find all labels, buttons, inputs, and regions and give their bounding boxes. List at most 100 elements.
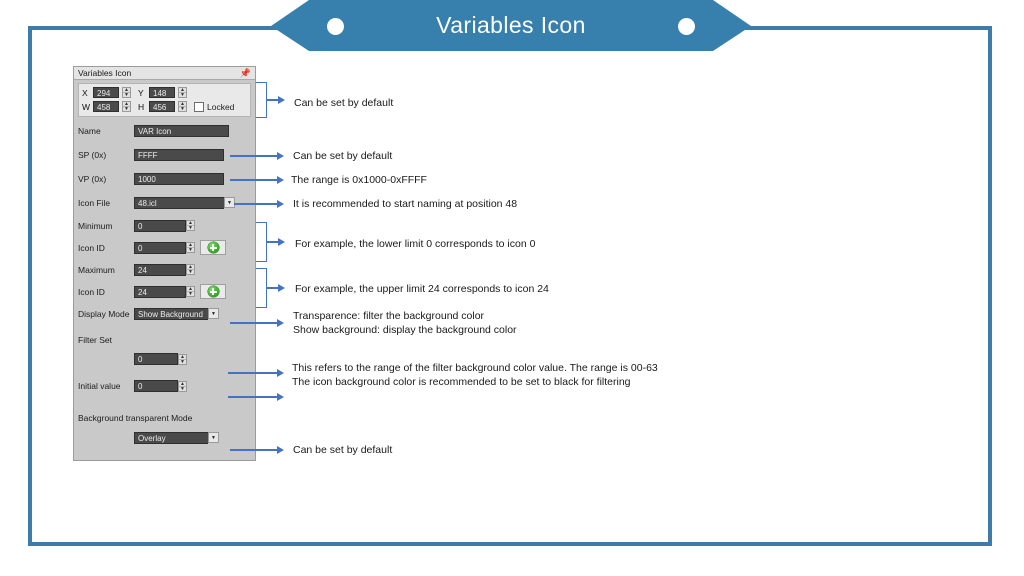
slide-title-banner: Variables Icon <box>271 0 751 51</box>
background-transparent-mode-combobox[interactable]: Overlay ▼ <box>134 432 219 444</box>
vp-label: VP (0x) <box>78 174 107 184</box>
chevron-down-icon[interactable]: ▼ <box>224 197 235 208</box>
x-label: X <box>82 87 88 98</box>
minimum-label: Minimum <box>78 220 113 231</box>
icon-id-max-input[interactable]: 24 <box>134 285 186 298</box>
field-row-display-mode: Display Mode Show Background ▼ <box>78 303 251 325</box>
icon-file-connector-line <box>234 203 278 205</box>
geometry-row-wh: W 458 ▲▼ H 456 ▲▼ Locked <box>82 101 247 112</box>
vp-arrow-head <box>277 176 284 184</box>
w-label: W <box>82 101 91 112</box>
annotation-sp: Can be set by default <box>293 150 393 162</box>
field-row-filter-set: 0 ▲▼ <box>78 345 251 373</box>
banner-left-dot-icon <box>327 18 344 35</box>
sp-input[interactable]: FFFF <box>134 149 224 161</box>
pin-icon[interactable]: 📌 <box>239 67 251 78</box>
w-input[interactable]: 458 <box>93 101 119 112</box>
h-input[interactable]: 456 <box>149 101 175 112</box>
icon-id-max-stepper[interactable]: ▲▼ <box>186 286 195 297</box>
add-icon-id-min-button[interactable] <box>200 240 226 255</box>
x-stepper[interactable]: ▲▼ <box>122 87 131 98</box>
y-input[interactable]: 148 <box>149 87 175 98</box>
display-mode-connector-line <box>230 322 278 324</box>
annotation-overlay: Can be set by default <box>293 444 393 456</box>
initial-value-arrow-head <box>277 393 284 401</box>
add-icon-id-max-button[interactable] <box>200 284 226 299</box>
field-row-background-transparent-mode: Overlay ▼ <box>78 423 251 453</box>
vp-input[interactable]: 1000 <box>134 173 224 185</box>
field-row-icon-id-min: Icon ID 0 ▲▼ <box>78 236 251 259</box>
minimum-stepper[interactable]: ▲▼ <box>186 220 195 231</box>
filter-set-connector-line <box>228 372 278 374</box>
annotation-vp: The range is 0x1000-0xFFFF <box>291 174 427 186</box>
annotation-minimum: For example, the lower limit 0 correspon… <box>295 238 536 250</box>
geometry-brace-stem <box>266 99 279 101</box>
y-stepper[interactable]: ▲▼ <box>178 87 187 98</box>
annotation-geometry: Can be set by default <box>294 97 394 109</box>
panel-title: Variables Icon <box>78 68 132 78</box>
sp-connector-line <box>230 155 278 157</box>
filter-set-arrow-head <box>277 369 284 377</box>
maximum-input[interactable]: 24 <box>134 263 186 276</box>
page-title: Variables Icon <box>436 12 586 38</box>
name-label: Name <box>78 126 101 136</box>
plus-icon <box>207 286 219 297</box>
field-row-icon-file: Icon File 48.icl ▼ <box>78 191 251 215</box>
locked-checkbox-wrap[interactable]: Locked <box>194 101 235 112</box>
vp-connector-line <box>230 179 278 181</box>
h-stepper[interactable]: ▲▼ <box>178 101 187 112</box>
sp-label: SP (0x) <box>78 150 107 160</box>
locked-checkbox[interactable] <box>194 101 204 112</box>
geometry-row-xy: X 294 ▲▼ Y 148 ▲▼ <box>82 87 247 98</box>
icon-file-combobox[interactable]: 48.icl ▼ <box>134 197 235 209</box>
maximum-stepper[interactable]: ▲▼ <box>186 264 195 275</box>
icon-id-max-label: Icon ID <box>78 286 105 297</box>
icon-id-min-stepper[interactable]: ▲▼ <box>186 242 195 253</box>
initial-value-input[interactable]: 0 <box>134 380 178 392</box>
overlay-arrow-head <box>277 446 284 454</box>
icon-file-label: Icon File <box>78 198 111 208</box>
filter-set-label: Filter Set <box>78 335 113 345</box>
chevron-down-icon[interactable]: ▼ <box>208 308 219 319</box>
icon-file-arrow-head <box>277 200 284 208</box>
overlay-connector-line <box>230 449 278 451</box>
panel-titlebar: Variables Icon 📌 <box>74 67 255 80</box>
display-mode-arrow-head <box>277 319 284 327</box>
display-mode-value[interactable]: Show Background <box>134 308 208 320</box>
annotation-filter-set: This refers to the range of the filter b… <box>292 362 658 388</box>
sp-arrow-head <box>277 152 284 160</box>
x-input[interactable]: 294 <box>93 87 119 98</box>
initial-value-stepper[interactable]: ▲▼ <box>178 380 187 392</box>
display-mode-combobox[interactable]: Show Background ▼ <box>134 308 219 320</box>
field-row-maximum: Maximum 24 ▲▼ <box>78 259 251 280</box>
icon-id-min-label: Icon ID <box>78 242 105 253</box>
plus-icon <box>207 242 219 253</box>
variables-icon-properties-panel: Variables Icon 📌 X 294 ▲▼ Y 148 ▲▼ W 458… <box>73 66 256 461</box>
h-label: H <box>138 101 145 112</box>
filter-set-stepper[interactable]: ▲▼ <box>178 353 187 365</box>
field-row-vp: VP (0x) 1000 <box>78 167 251 191</box>
w-stepper[interactable]: ▲▼ <box>122 101 131 112</box>
display-mode-label: Display Mode <box>78 309 130 319</box>
icon-file-value[interactable]: 48.icl <box>134 197 224 209</box>
field-row-minimum: Minimum 0 ▲▼ <box>78 215 251 236</box>
icon-id-min-input[interactable]: 0 <box>134 241 186 254</box>
maximum-arrow-head <box>278 284 285 292</box>
maximum-label: Maximum <box>78 264 115 275</box>
annotation-display-mode: Transparence: filter the background colo… <box>293 310 517 336</box>
chevron-down-icon[interactable]: ▼ <box>208 432 219 443</box>
locked-label: Locked <box>207 101 235 112</box>
background-transparent-mode-value[interactable]: Overlay <box>134 432 208 444</box>
geometry-group: X 294 ▲▼ Y 148 ▲▼ W 458 ▲▼ H 456 ▲▼ Lock… <box>78 83 251 117</box>
geometry-arrow-head <box>278 96 285 104</box>
field-row-icon-id-max: Icon ID 24 ▲▼ <box>78 280 251 303</box>
minimum-input[interactable]: 0 <box>134 219 186 232</box>
minimum-arrow-head <box>278 238 285 246</box>
filter-set-input[interactable]: 0 <box>134 353 178 365</box>
name-input[interactable]: VAR Icon <box>134 125 229 137</box>
annotation-icon-file: It is recommended to start naming at pos… <box>293 198 518 210</box>
field-row-name: Name VAR Icon <box>78 119 251 143</box>
minimum-brace-stem <box>266 241 279 243</box>
field-row-initial-value: Initial value 0 ▲▼ <box>78 373 251 399</box>
initial-value-connector-line <box>228 396 278 398</box>
